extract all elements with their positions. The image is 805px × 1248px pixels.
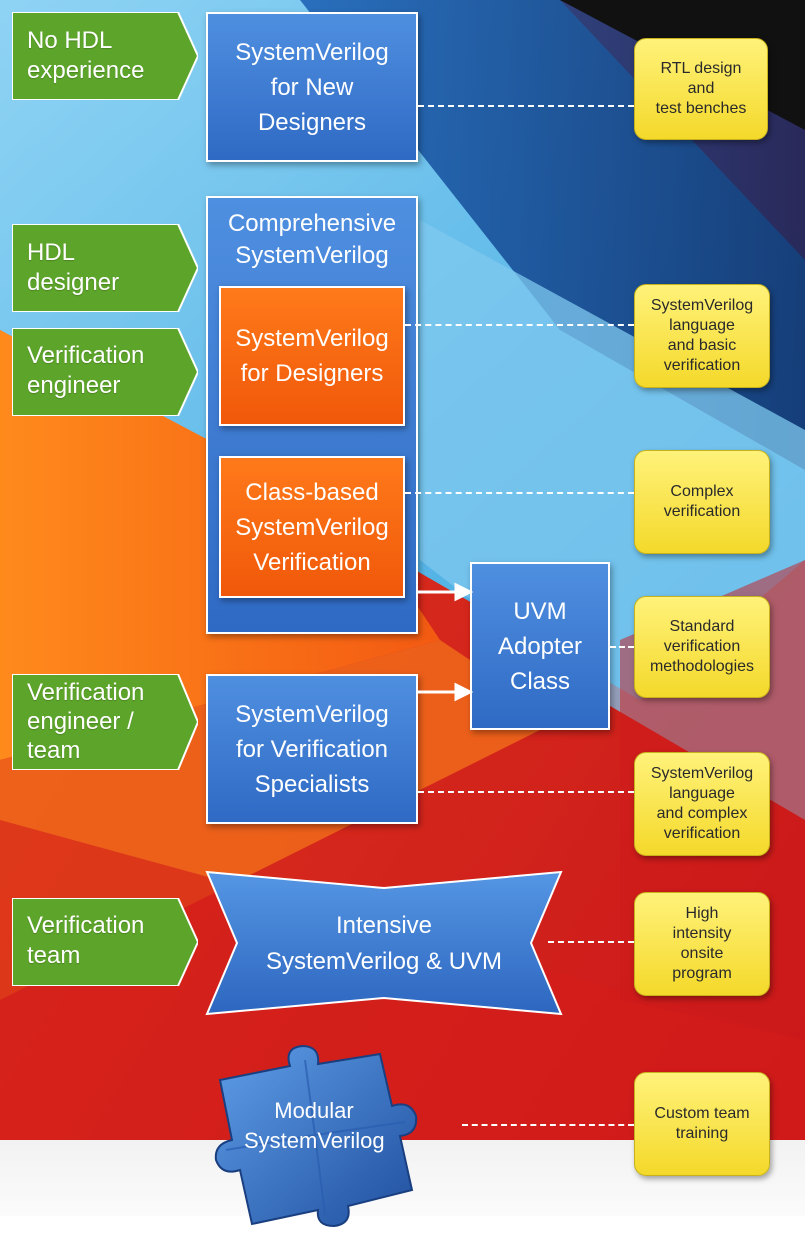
audience-label: No HDL experience	[27, 27, 145, 84]
course-label: Modular SystemVerilog	[244, 1098, 385, 1153]
chevron-shape	[12, 224, 198, 312]
note-language-complex: SystemVerilog language and complex verif…	[634, 752, 770, 856]
course-verification-specialists: SystemVerilog for Verification Specialis…	[206, 674, 418, 824]
note-high-intensity: High intensity onsite program	[634, 892, 770, 996]
audience-label: HDL designer	[27, 239, 120, 296]
course-class-based-verification: Class-based SystemVerilog Verification	[219, 456, 405, 598]
audience-verification-engineer-team: Verification engineer / team	[12, 674, 198, 770]
note-rtl-design: RTL design and test benches	[634, 38, 768, 140]
note-standard-methodologies: Standard verification methodologies	[634, 596, 770, 698]
connector-dashed	[548, 941, 634, 943]
note-complex-verification: Complex verification	[634, 450, 770, 554]
note-basic-verification: SystemVerilog language and basic verific…	[634, 284, 770, 388]
puzzle-icon	[214, 1044, 418, 1228]
course-new-designers: SystemVerilog for New Designers	[206, 12, 418, 162]
group-title: Comprehensive SystemVerilog	[227, 210, 397, 269]
note-custom-training: Custom team training	[634, 1072, 770, 1176]
audience-label: Verification team	[27, 912, 145, 969]
connector-dashed	[405, 324, 634, 326]
audience-verification-engineer: Verification engineer	[12, 328, 198, 416]
connector-dashed	[418, 791, 634, 793]
connector-dashed	[610, 646, 634, 648]
chevron-shape	[12, 12, 198, 100]
connector-dashed	[462, 1124, 634, 1126]
chevron-shape	[12, 328, 198, 416]
chevron-shape	[12, 674, 198, 770]
course-label: Intensive SystemVerilog & UVM	[265, 912, 503, 975]
course-for-designers: SystemVerilog for Designers	[219, 286, 405, 426]
chevron-shape	[12, 898, 198, 986]
bowtie-shape	[205, 870, 563, 1016]
audience-no-hdl: No HDL experience	[12, 12, 198, 100]
connector-dashed	[405, 492, 634, 494]
audience-label: Verification engineer / team	[27, 679, 145, 764]
audience-hdl-designer: HDL designer	[12, 224, 198, 312]
audience-label: Verification engineer	[27, 342, 145, 399]
connector-dashed	[418, 105, 634, 107]
course-intensive: Intensive SystemVerilog & UVM	[205, 870, 563, 1016]
audience-verification-team: Verification team	[12, 898, 198, 986]
course-modular: Modular SystemVerilog	[180, 1040, 480, 1240]
course-uvm-adopter: UVM Adopter Class	[470, 562, 610, 730]
